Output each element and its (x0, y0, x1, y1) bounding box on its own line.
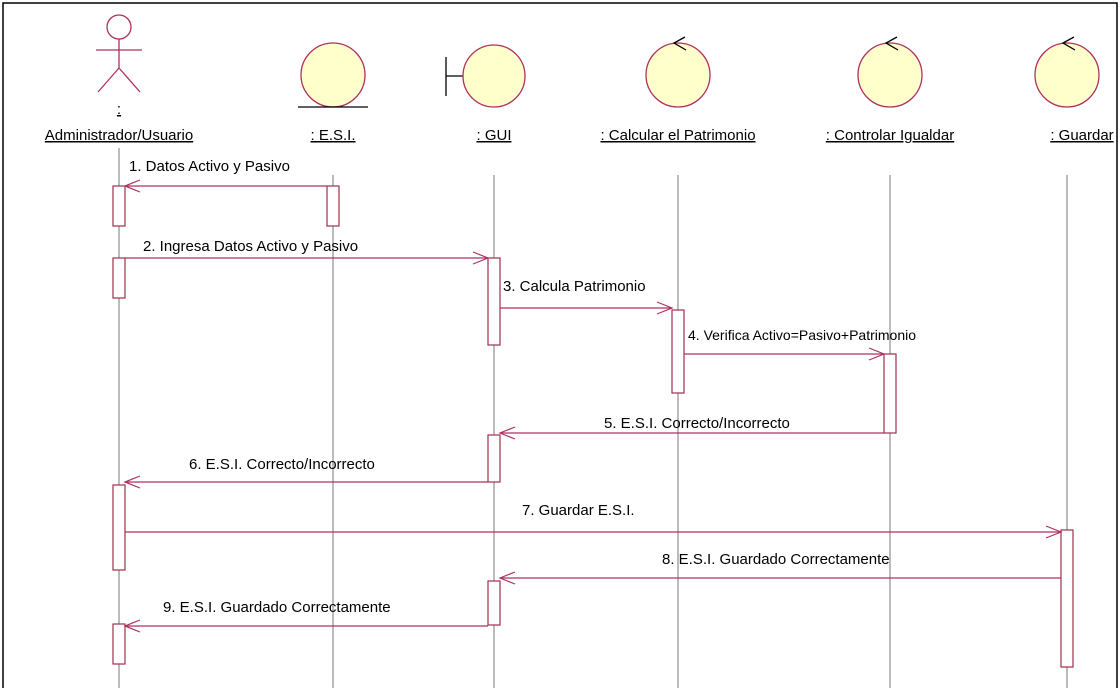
activation-bar (487, 580, 501, 626)
boundary-icon (445, 44, 526, 108)
message-label: 9. E.S.I. Guardado Correctamente (163, 599, 391, 616)
participant-admin-colon: : (117, 101, 121, 118)
actor-icon (96, 14, 142, 93)
message-label: 6. E.S.I. Correcto/Incorrecto (189, 456, 375, 473)
control-icon (857, 36, 923, 108)
entity-icon (298, 42, 368, 108)
activation-bar (112, 257, 126, 299)
participant-calc-label: : Calcular el Patrimonio (600, 127, 755, 144)
activation-bar (883, 353, 897, 434)
message-7[interactable]: 7. Guardar E.S.I. (125, 502, 1063, 539)
message-4[interactable]: 4. Verifica Activo=Pasivo+Patrimonio (684, 327, 916, 361)
message-label: 3. Calcula Patrimonio (503, 278, 646, 295)
message-6[interactable]: 6. E.S.I. Correcto/Incorrecto (123, 456, 488, 489)
message-label: 5. E.S.I. Correcto/Incorrecto (604, 415, 790, 432)
participant-gui[interactable]: : GUI (445, 44, 526, 144)
participant-admin-label: Administrador/Usuario (45, 127, 193, 144)
message-2[interactable]: 2. Ingresa Datos Activo y Pasivo (125, 238, 490, 265)
participant-admin[interactable]: : Administrador/Usuario (45, 14, 193, 144)
control-icon (645, 36, 711, 108)
message-5[interactable]: 5. E.S.I. Correcto/Incorrecto (498, 415, 884, 440)
activation-bar (487, 257, 501, 346)
message-label: 7. Guardar E.S.I. (522, 502, 635, 519)
activation-bar (112, 185, 126, 227)
message-1[interactable]: 1. Datos Activo y Pasivo (123, 158, 327, 193)
activation-bar (326, 185, 340, 227)
message-label: 8. E.S.I. Guardado Correctamente (662, 551, 890, 568)
activations (112, 185, 1074, 668)
lifelines (118, 148, 1068, 688)
participant-guardar[interactable]: : Guardar (1034, 36, 1114, 144)
message-9[interactable]: 9. E.S.I. Guardado Correctamente (123, 599, 488, 633)
message-8[interactable]: 8. E.S.I. Guardado Correctamente (498, 551, 1061, 585)
participant-ctrl-label: : Controlar Igualdar (826, 127, 954, 144)
participant-guardar-label: : Guardar (1050, 127, 1113, 144)
activation-bar (487, 434, 501, 483)
participant-calc[interactable]: : Calcular el Patrimonio (600, 36, 756, 144)
participant-esi[interactable]: : E.S.I. (298, 42, 368, 144)
control-icon (1034, 36, 1100, 108)
participant-gui-label: : GUI (476, 127, 511, 144)
activation-bar (112, 484, 126, 571)
message-3[interactable]: 3. Calcula Patrimonio (500, 278, 674, 315)
message-label: 1. Datos Activo y Pasivo (129, 158, 290, 175)
participant-ctrl[interactable]: : Controlar Igualdar (826, 36, 954, 144)
activation-bar (671, 309, 685, 394)
message-label: 4. Verifica Activo=Pasivo+Patrimonio (688, 327, 916, 343)
activation-bar (1060, 529, 1074, 668)
activation-bar (112, 623, 126, 665)
message-label: 2. Ingresa Datos Activo y Pasivo (143, 238, 358, 255)
participant-esi-label: : E.S.I. (310, 127, 355, 144)
